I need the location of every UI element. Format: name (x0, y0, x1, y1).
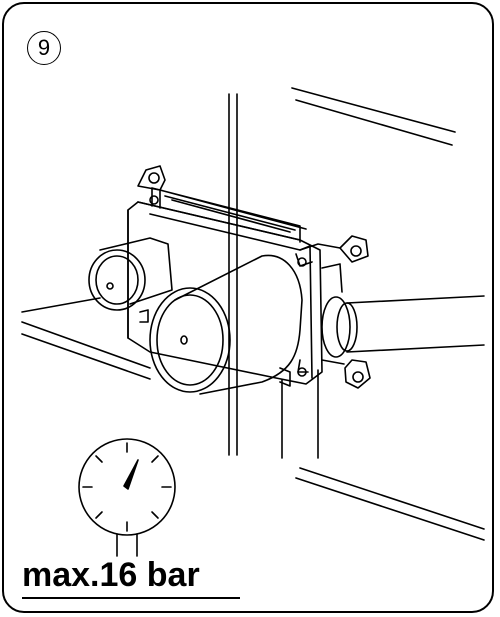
step-number-badge: 9 (27, 31, 61, 65)
wall-tile-lines (21, 87, 485, 541)
max-pressure-underline (22, 597, 240, 599)
instruction-frame: 9 (2, 2, 494, 613)
pressure-gauge-icon (78, 438, 176, 557)
step-number: 9 (37, 35, 51, 60)
max-pressure-label: max.16 bar (22, 556, 200, 594)
large-cap (149, 254, 303, 395)
valve-housing (127, 165, 371, 389)
horizontal-pipe (321, 295, 485, 358)
vertical-pipe (281, 369, 319, 459)
small-cap (88, 237, 173, 311)
